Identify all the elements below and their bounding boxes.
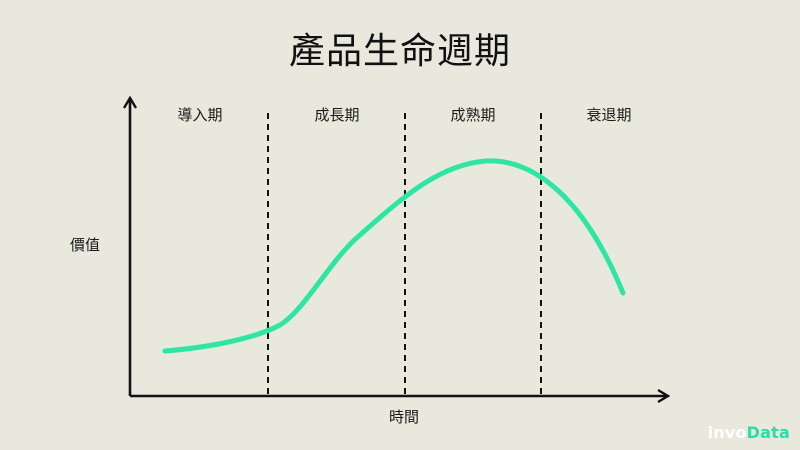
lifecycle-curve xyxy=(162,158,626,354)
logo-text-part2: Data xyxy=(746,423,790,442)
brand-logo: invoData xyxy=(708,423,790,442)
stage-label-decline: 衰退期 xyxy=(586,106,632,124)
y-axis-label: 價值 xyxy=(70,236,101,254)
page-title: 產品生命週期 xyxy=(288,31,511,72)
x-axis-arrow xyxy=(657,388,671,404)
x-axis-label: 時間 xyxy=(388,408,419,426)
stage-label-maturity: 成熟期 xyxy=(450,106,496,124)
y-axis-arrow xyxy=(122,95,138,109)
stage-label-growth: 成長期 xyxy=(314,106,360,124)
stage-label-intro: 導入期 xyxy=(177,106,223,124)
logo-text-part1: invo xyxy=(707,423,747,442)
